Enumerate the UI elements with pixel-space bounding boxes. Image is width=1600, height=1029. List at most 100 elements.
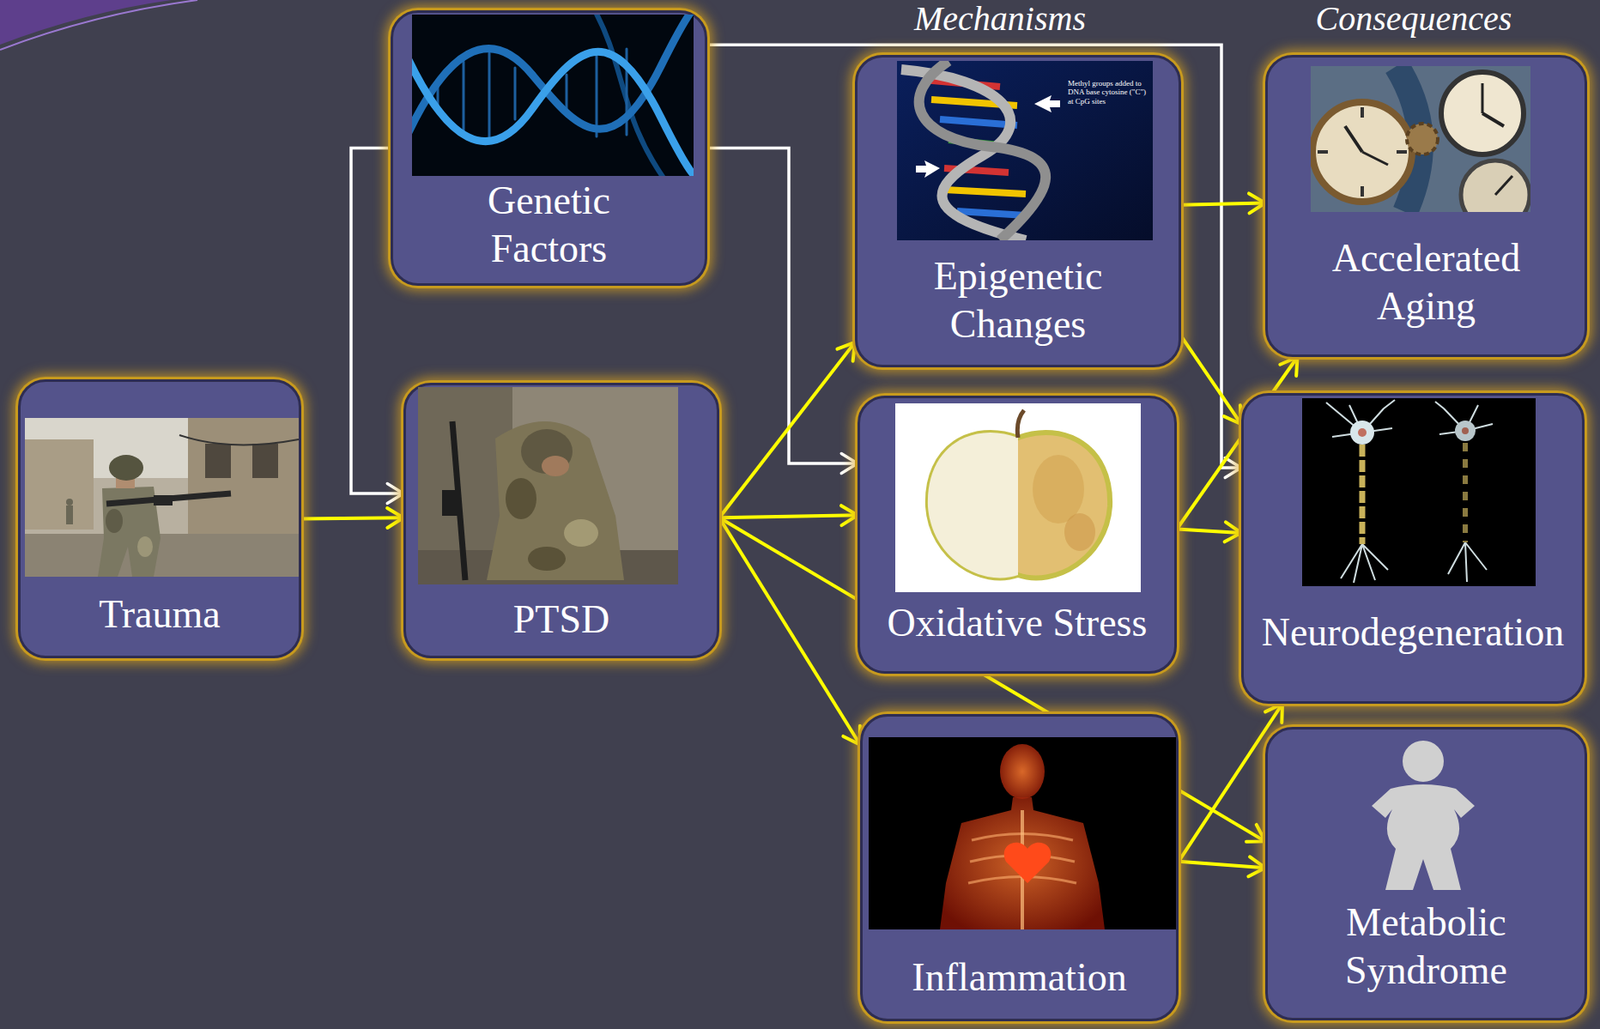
dna-illustration-shape (592, 14, 670, 176)
apple-illustration-shape (927, 432, 1019, 579)
soldier-photo-shape (66, 498, 73, 506)
dna-illustration-shape (488, 53, 491, 144)
ptsd-photo (418, 387, 679, 585)
arrow-head (1279, 357, 1297, 376)
soldier-photo-shape (105, 509, 123, 534)
apple-illustration-shape (1017, 410, 1025, 438)
arrow-connector (719, 342, 855, 518)
epigenetic-illustration-shape (944, 189, 1026, 194)
connector-line (301, 517, 404, 519)
soldier-photo-shape (205, 443, 231, 479)
soldier-photo-shape (66, 505, 73, 525)
box-label: Trauma (30, 590, 289, 639)
arrow-head (836, 342, 855, 362)
concept-box: Genetic Factors (390, 10, 708, 286)
neurons-illustration-shape (1359, 444, 1366, 545)
clocks-illustration-shape (1360, 186, 1364, 197)
clocks-illustration-shape (1481, 83, 1485, 114)
epigenetic-illustration-shape (896, 60, 1153, 241)
box-label: Neurodegeneration (1248, 608, 1578, 657)
connector-line (1181, 202, 1266, 205)
apple-illustration-shape (1032, 454, 1085, 524)
body-illustration-shape (1000, 744, 1045, 800)
ptsd-photo-shape (527, 546, 566, 571)
dna-illustration-shape (412, 14, 694, 176)
arrow-head (1224, 405, 1242, 425)
column-heading: Consequences (1242, 1, 1586, 37)
neurons-illustration-shape (1462, 442, 1468, 543)
body-illustration (868, 737, 1176, 930)
apple-illustration-shape (927, 432, 1110, 579)
arrow-head (1246, 824, 1266, 843)
arrow-head (841, 454, 858, 474)
ptsd-photo-shape (563, 519, 599, 547)
label-box: Mechanisms (828, 1, 1172, 37)
body-illustration-shape (868, 737, 1176, 930)
arrow-head (1265, 703, 1283, 723)
epigenetic-illustration-shape (919, 60, 1046, 241)
apple-illustration-shape (895, 403, 1141, 593)
neurons-illustration-shape (1461, 427, 1469, 435)
neurons-illustration-shape (1340, 544, 1388, 583)
connector-line (719, 517, 861, 746)
arrow-connector (707, 148, 858, 474)
clocks-illustration-shape (1396, 150, 1407, 154)
ptsd-photo-shape (505, 478, 537, 520)
concept-box: Oxidative Stress (857, 395, 1177, 674)
annotation-text: Methyl groups added to DNA base cytosine… (1067, 78, 1147, 106)
neurons-illustration-shape (1454, 420, 1476, 442)
neurons-illustration-shape (1435, 401, 1493, 435)
body-illustration-shape (939, 797, 1105, 930)
concept-box: Neurodegeneration (1241, 393, 1585, 704)
clocks-illustration-shape (1362, 151, 1388, 165)
arrow-head (1248, 193, 1266, 213)
clocks-illustration-shape (1406, 123, 1438, 155)
soldier-photo-shape (187, 418, 299, 539)
concept-box: Accelerated Aging (1265, 54, 1588, 358)
concept-box: Metabolic Syndrome (1265, 727, 1588, 1021)
ptsd-photo-shape (486, 421, 625, 581)
arrow-connector (719, 505, 858, 526)
neurons-illustration-shape (1448, 542, 1487, 582)
soldier-photo-shape (24, 439, 94, 530)
concept-box: Trauma (18, 379, 302, 659)
arrow-connector (1176, 521, 1242, 542)
arrow-connector (1181, 336, 1242, 425)
column-heading: Mechanisms (828, 1, 1172, 37)
soldier-photo-shape (153, 495, 173, 506)
clocks-illustration (1310, 66, 1531, 213)
arrow-head (1248, 856, 1266, 877)
soldier-photo-shape (24, 533, 299, 577)
neurons-illustration-shape (1326, 400, 1493, 583)
body-illustration-shape (1004, 842, 1052, 884)
clocks-illustration-shape (1317, 150, 1328, 154)
box-label: Epigenetic Changes (915, 252, 1122, 349)
soldier-photo-shape (179, 435, 299, 445)
dna-illustration-shape (462, 61, 466, 135)
box-label: Inflammation (873, 953, 1166, 1002)
clocks-illustration-shape (1345, 126, 1363, 152)
epigenetic-illustration-shape (1034, 95, 1061, 113)
dna-illustration-shape (595, 53, 599, 137)
clocks-illustration-shape (1495, 175, 1513, 195)
neurons-illustration-shape (1326, 400, 1395, 437)
person-silhouette-shape (1402, 740, 1444, 782)
person-silhouette (1364, 739, 1483, 891)
arrow-connector (1181, 193, 1266, 213)
soldier-photo-shape (24, 418, 299, 577)
connector-line (1178, 861, 1266, 868)
clocks-illustration-shape (1441, 72, 1524, 155)
dna-illustration-shape (514, 67, 517, 120)
connector-line (719, 515, 858, 518)
arrow-head (387, 484, 404, 504)
box-label: Metabolic Syndrome (1319, 898, 1534, 995)
arrow-head (387, 508, 404, 528)
arrow-connector (719, 517, 861, 746)
neurons-illustration-shape (1302, 398, 1536, 587)
label-box: Methyl groups added to DNA base cytosine… (1067, 78, 1147, 106)
concept-box: Epigenetic Changes (854, 54, 1182, 368)
dna-illustration (412, 14, 694, 176)
arrow-head (1224, 521, 1242, 542)
neurons-illustration-shape (1350, 420, 1375, 445)
